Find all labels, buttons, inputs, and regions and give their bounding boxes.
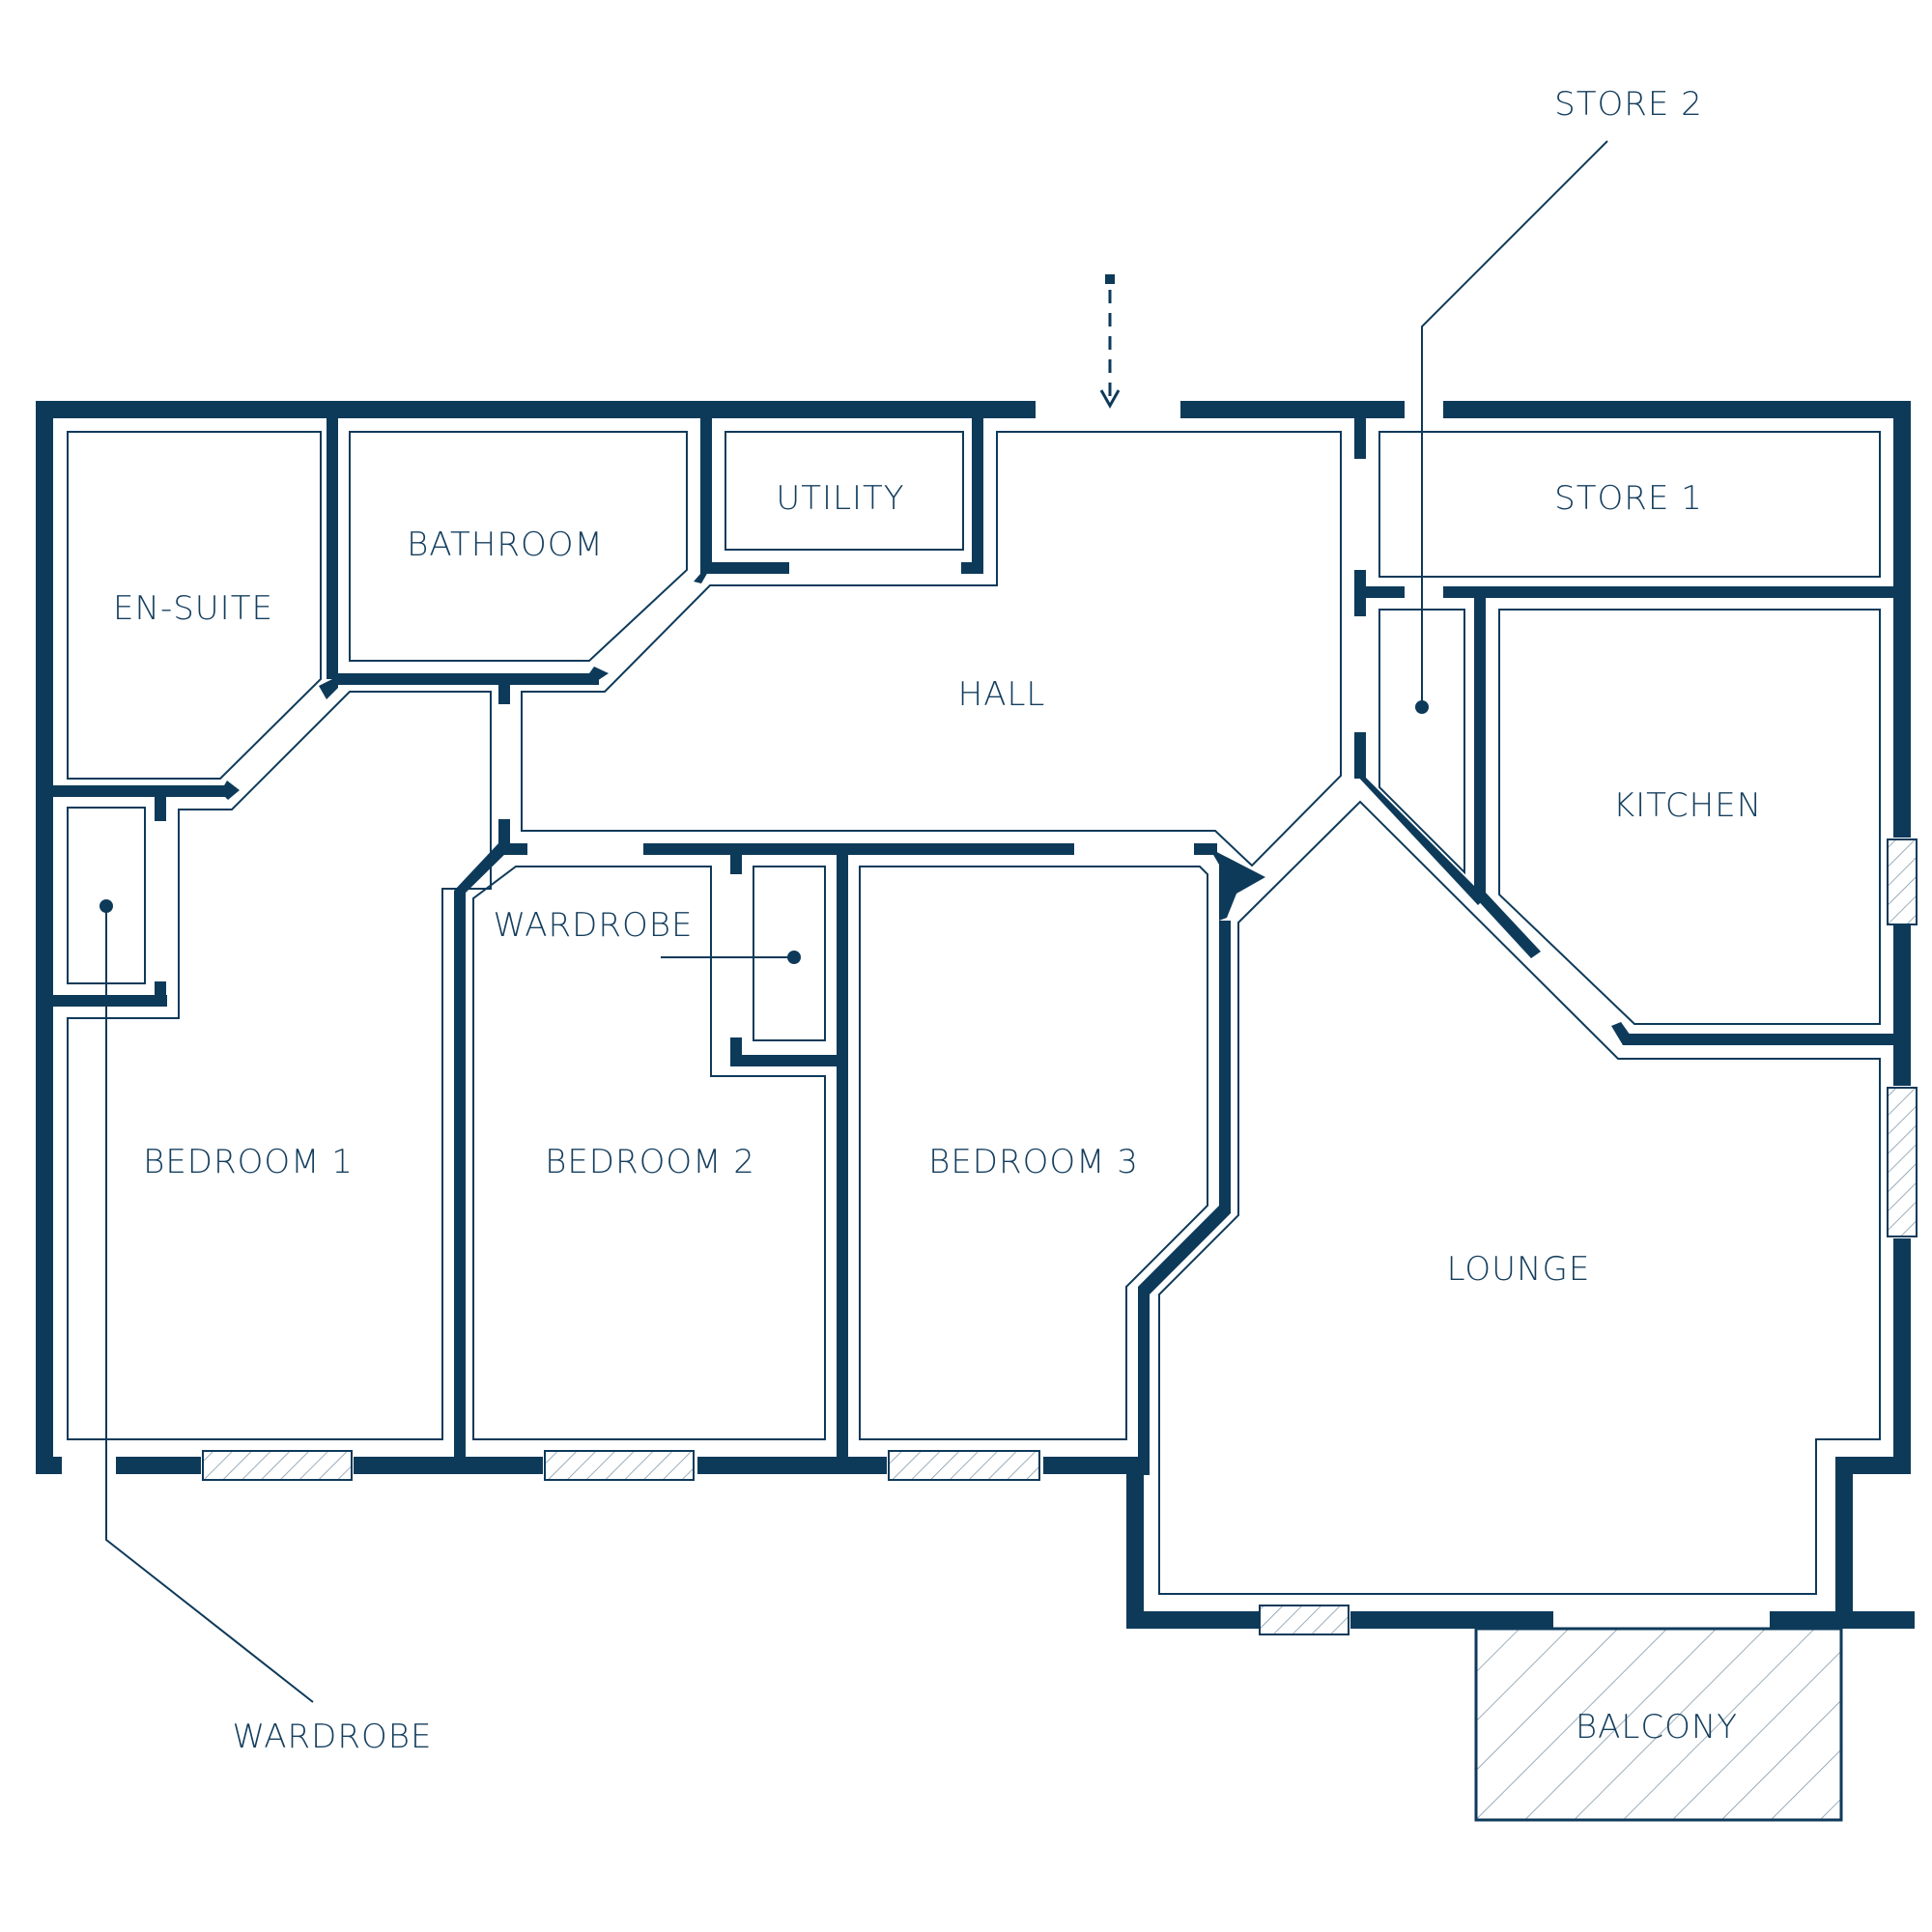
label-wardrobe-lower: WARDROBE <box>233 1718 433 1756</box>
label-bedroom-1: BEDROOM 1 <box>143 1143 354 1181</box>
leader-wardrobe-lower <box>105 906 314 1703</box>
leader-store-2 <box>1421 140 1608 707</box>
label-wardrobe-upper: WARDROBE <box>494 906 694 945</box>
label-en-suite: EN-SUITE <box>113 589 273 628</box>
label-store-1: STORE 1 <box>1554 479 1703 518</box>
label-store-2: STORE 2 <box>1554 85 1703 124</box>
window-lounge-side <box>1887 1087 1918 1237</box>
inner-outlines <box>67 431 1881 1595</box>
label-hall: HALL <box>958 675 1046 714</box>
label-utility: UTILITY <box>776 479 904 518</box>
leader-dot-wardrobe-upper <box>787 951 801 964</box>
entrance-arrow-icon <box>1099 274 1121 410</box>
windows <box>202 838 1918 1635</box>
window-lounge <box>1259 1605 1350 1635</box>
outer-walls <box>36 401 1915 1629</box>
leader-dot-wardrobe-lower <box>99 899 113 913</box>
label-bedroom-3: BEDROOM 3 <box>928 1143 1139 1181</box>
balcony <box>1474 1627 1843 1822</box>
label-bedroom-2: BEDROOM 2 <box>545 1143 755 1181</box>
room-labels: EN-SUITE BATHROOM UTILITY HALL STORE 1 S… <box>113 85 1762 1756</box>
label-kitchen: KITCHEN <box>1613 786 1762 825</box>
window-bedroom-1 <box>202 1450 353 1481</box>
label-lounge: LOUNGE <box>1447 1250 1591 1289</box>
window-kitchen <box>1887 838 1918 925</box>
leader-dot-store-2 <box>1415 700 1429 714</box>
leader-lines <box>99 140 1608 1703</box>
label-balcony: BALCONY <box>1576 1708 1738 1747</box>
window-bedroom-2 <box>544 1450 695 1481</box>
window-bedroom-3 <box>888 1450 1040 1481</box>
label-bathroom: BATHROOM <box>407 526 604 564</box>
interior-walls <box>53 418 1893 1475</box>
